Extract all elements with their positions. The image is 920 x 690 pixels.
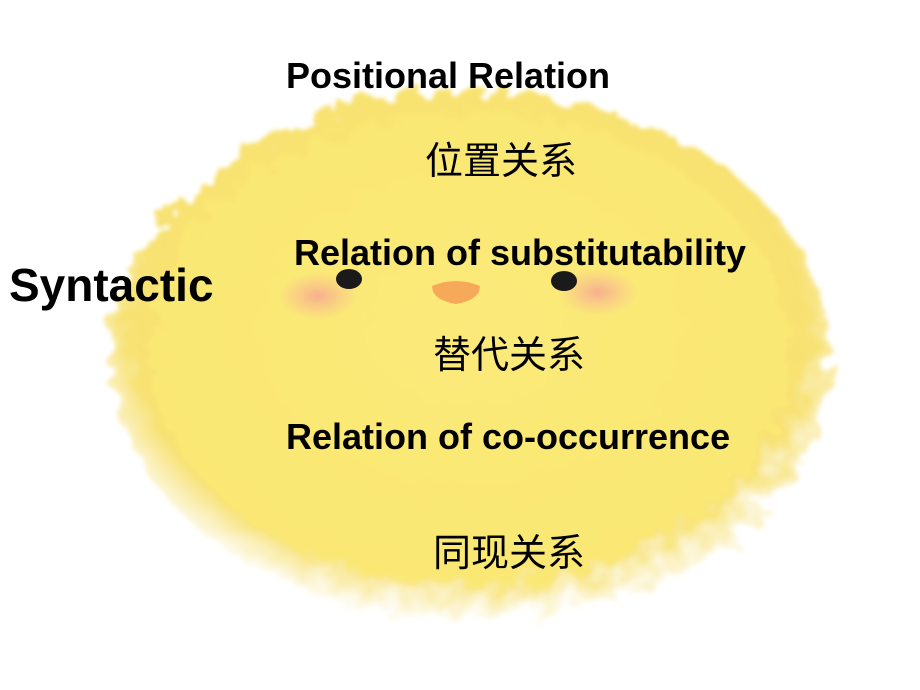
positional-relation-chinese: 位置关系	[425, 139, 578, 183]
co-occurrence-relation-label: Relation of co-occurrence	[286, 416, 731, 457]
right-eye	[551, 271, 577, 291]
chick-beak	[432, 281, 480, 304]
substitutability-relation-chinese: 替代关系	[433, 333, 586, 377]
co-occurrence-relation-chinese: 同现关系	[433, 531, 586, 575]
chick-body-core	[150, 115, 790, 585]
positional-relation-label: Positional Relation	[286, 55, 611, 96]
syntactic-heading: Syntactic	[9, 259, 214, 311]
substitutability-relation-label: Relation of substitutability	[294, 232, 747, 273]
left-eye	[336, 269, 362, 289]
right-blush	[558, 268, 638, 316]
